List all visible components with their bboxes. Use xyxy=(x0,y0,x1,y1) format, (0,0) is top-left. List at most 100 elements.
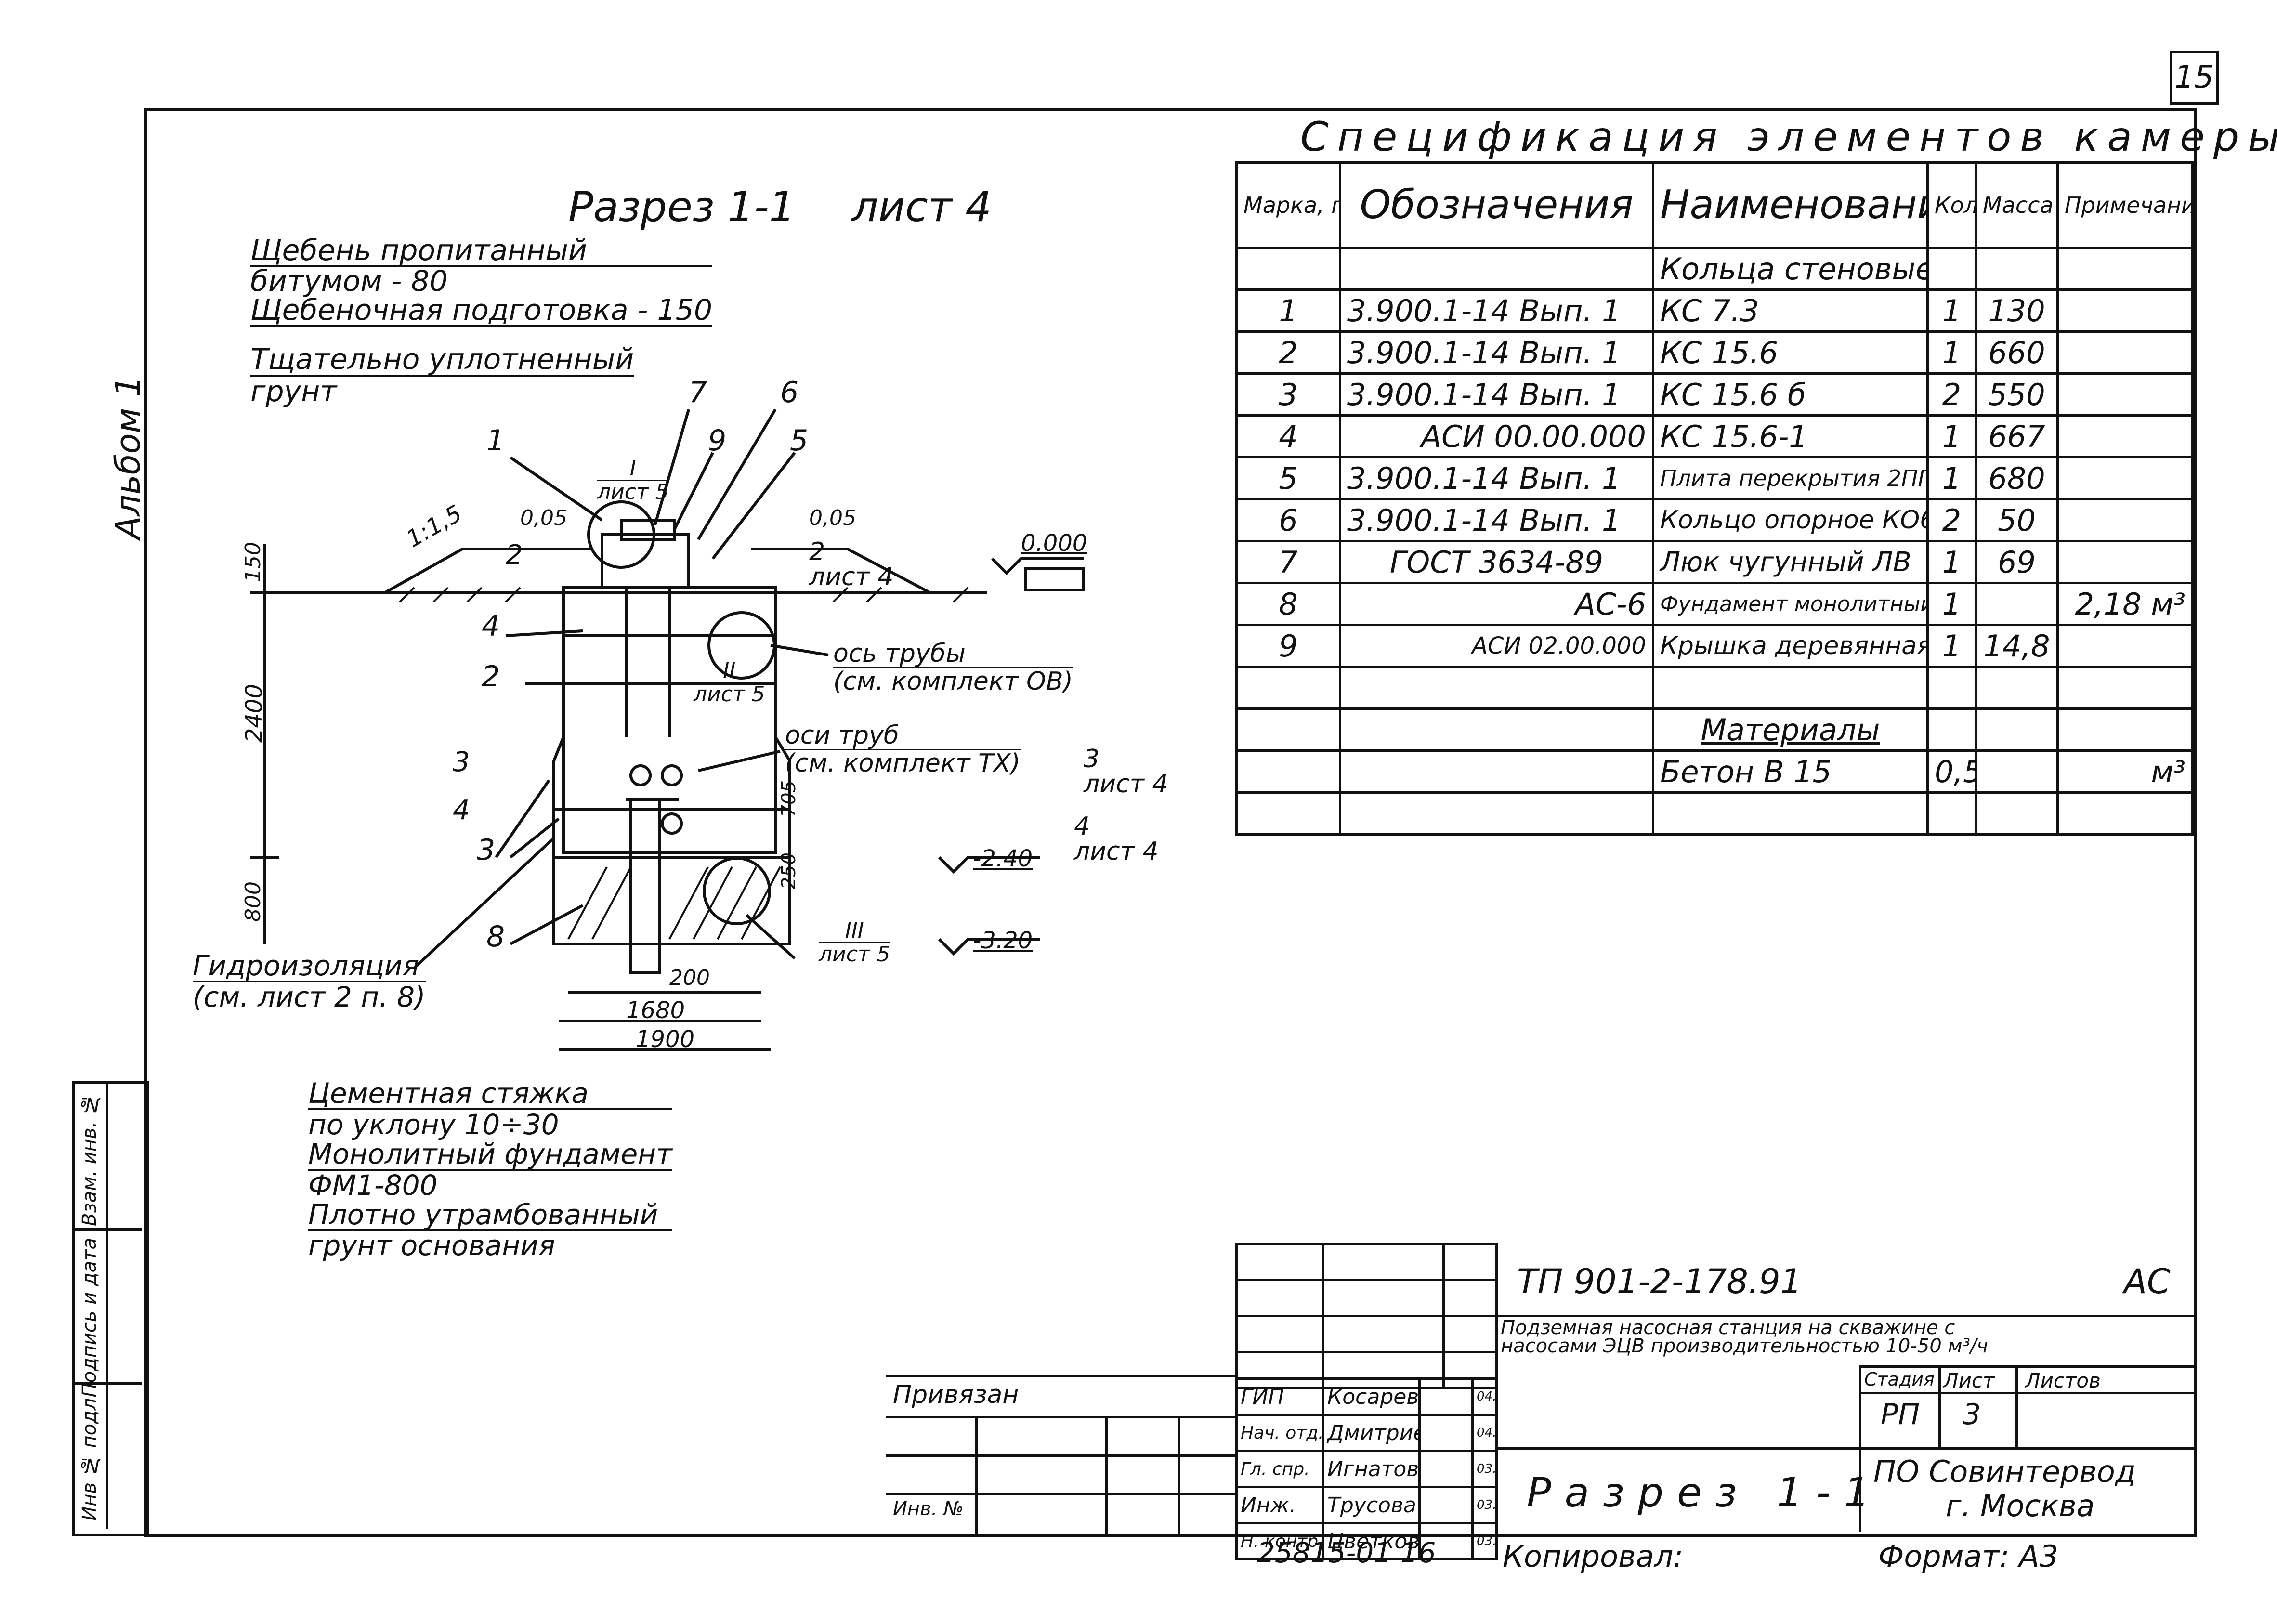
signer-row: Гл. спр. Игнатов 03.91 xyxy=(1235,1450,1498,1488)
spec-header-cell: Марка, поз. xyxy=(1235,161,1341,249)
callout-2: 2 xyxy=(482,660,500,694)
signer-signature xyxy=(1418,1414,1474,1452)
ref-roman: I xyxy=(597,457,669,482)
signer-name: Косарев xyxy=(1322,1377,1421,1416)
inv-label: Инв. № xyxy=(893,1498,964,1520)
spec-cell: 1 xyxy=(1926,540,1977,584)
signer-signature xyxy=(1418,1486,1474,1524)
spec-cell: 1 xyxy=(1926,456,1977,500)
spec-cell xyxy=(1975,749,2059,794)
grid-cell xyxy=(1442,1243,1498,1281)
spec-row xyxy=(1235,666,2194,710)
sheets-header: Листов xyxy=(2025,1369,2101,1392)
stage-header: Стадия xyxy=(1864,1369,1935,1390)
object-line: насосами ЭЦВ производительностью 10-50 м… xyxy=(1501,1335,1988,1357)
spec-cell: 130 xyxy=(1975,288,2059,333)
spec-cell: 667 xyxy=(1975,414,2059,458)
note-line: (см. лист 2 п. 8) xyxy=(193,980,426,1013)
spec-header-cell: Примечание xyxy=(2056,161,2194,249)
signer-signature xyxy=(1418,1522,1474,1560)
spec-cell xyxy=(1235,666,1341,710)
spec-row: 3 3.900.1-14 Вып. 1 КС 15.6 б 2 550 xyxy=(1235,372,2194,417)
dim-200: 200 xyxy=(669,966,710,990)
callout-3: 3 xyxy=(477,833,496,867)
project-mark: АС xyxy=(2124,1262,2171,1301)
spec-cell: 2 xyxy=(1235,330,1341,375)
dim-250: 250 xyxy=(778,852,800,890)
spec-cell xyxy=(2056,791,2194,836)
spec-row xyxy=(1235,791,2194,836)
dim-2400: 2400 xyxy=(241,684,268,743)
drawing-title: Разрез 1-1 xyxy=(1527,1469,1884,1516)
grid-cell xyxy=(1235,1243,1324,1281)
spec-cell: 2,18 м³ xyxy=(2056,582,2194,626)
level-minus-3-20: -3.20 xyxy=(973,927,1033,954)
spec-row: Кольца стеновые xyxy=(1235,247,2194,291)
signer-row: ГИП Косарев 04.91 xyxy=(1235,1377,1498,1416)
note-pipe-axis: ось трубы (см. комплект ОВ) xyxy=(833,641,1073,694)
revision-grid xyxy=(1235,1243,1498,1389)
slope-val-left: 0,05 xyxy=(520,506,567,530)
stamp-right: ТП 901-2-178.91 АС Подземная насосная ст… xyxy=(1495,1243,2196,1532)
section-title: Разрез 1-1 лист 4 xyxy=(568,183,992,231)
sheet-value: 3 xyxy=(1963,1398,1981,1431)
note-line: битумом - 80 xyxy=(250,264,448,298)
dim-150: 150 xyxy=(241,542,265,582)
cut-mark-4-right: 4 лист 4 xyxy=(1074,814,1159,864)
spec-header-row: Марка, поз. Обозначения Наименование Кол… xyxy=(1235,161,2194,249)
cut-mark-number: 4 xyxy=(1074,812,1090,841)
signer-name: Трусова xyxy=(1322,1486,1421,1524)
spec-cell xyxy=(1339,247,1654,291)
ref-sheet: лист 5 xyxy=(597,480,669,505)
spec-cell: м³ xyxy=(2056,749,2194,794)
spec-cell: 3.900.1-14 Вып. 1 xyxy=(1339,372,1654,417)
signer-role: ГИП xyxy=(1235,1377,1324,1416)
note-line: Тщательно уплотненный xyxy=(250,342,634,377)
note-line: Плотно утрамбованный xyxy=(308,1200,672,1231)
signer-role: Гл. спр. xyxy=(1235,1450,1324,1488)
signer-role: Нач. отд. xyxy=(1235,1414,1324,1452)
spec-cell: КС 7.3 xyxy=(1652,288,1929,333)
spec-cell: 2 xyxy=(1926,372,1977,417)
spec-cell: ГОСТ 3634-89 xyxy=(1339,540,1654,584)
spec-row: 8 АС-6 Фундамент монолитный ФМ 1 2,18 м³ xyxy=(1235,582,2194,626)
drawing-frame xyxy=(144,108,2197,1537)
callout-9: 9 xyxy=(708,424,727,458)
object-name: Подземная насосная станция на скважине с… xyxy=(1501,1318,1988,1357)
note-line: Гидроизоляция xyxy=(193,951,426,982)
spec-cell: 4 xyxy=(1235,414,1341,458)
callout-8: 8 xyxy=(486,920,505,954)
spec-row: 4 АСИ 00.00.000 КС 15.6-1 1 667 xyxy=(1235,414,2194,458)
note-soil: Тщательно уплотненный грунт xyxy=(250,344,634,407)
spec-cell xyxy=(1339,707,1654,752)
cut-mark-sheet: лист 4 xyxy=(1074,837,1159,866)
signer-date: 04.91 xyxy=(1471,1377,1498,1416)
spec-cell xyxy=(1926,707,1977,752)
dim-1900: 1900 xyxy=(636,1026,695,1053)
left-strip: Инв № подл. Подпись и дата Взам. инв. № xyxy=(72,1081,149,1536)
section-svg xyxy=(250,408,1085,1051)
cut-mark-sheet: лист 4 xyxy=(809,563,894,591)
grid-cell xyxy=(1235,1279,1324,1317)
org-name: ПО Совинтервод г. Москва xyxy=(1873,1454,2136,1523)
spec-cell: Крышка деревянная КД xyxy=(1652,624,1929,668)
spec-header-cell: Масса ед. кг xyxy=(1975,161,2059,249)
spec-cell: Материалы xyxy=(1652,707,1929,752)
spec-row: 9 АСИ 02.00.000 Крышка деревянная КД 1 1… xyxy=(1235,624,2194,668)
spec-cell xyxy=(2056,247,2194,291)
callout-5: 5 xyxy=(790,424,809,458)
note-line: (см. комплект ТХ) xyxy=(785,748,1021,778)
spec-cell xyxy=(1975,791,2059,836)
section-sheet-ref: лист 4 xyxy=(851,183,992,231)
signer-name: Дмитриев xyxy=(1322,1414,1421,1452)
footer-format: Формат: А3 xyxy=(1878,1539,2058,1574)
grid-cell xyxy=(1442,1315,1498,1353)
spec-cell: 3.900.1-14 Вып. 1 xyxy=(1339,288,1654,333)
note-line: оси труб xyxy=(785,722,1021,750)
org-line: ПО Совинтервод xyxy=(1873,1454,2136,1489)
grid-cell xyxy=(1235,1315,1324,1353)
spec-row: Материалы xyxy=(1235,707,2194,752)
spec-cell: 1 xyxy=(1926,414,1977,458)
note-pipes-axis: оси труб (см. комплект ТХ) xyxy=(785,722,1021,776)
grid-cell xyxy=(1322,1279,1445,1317)
